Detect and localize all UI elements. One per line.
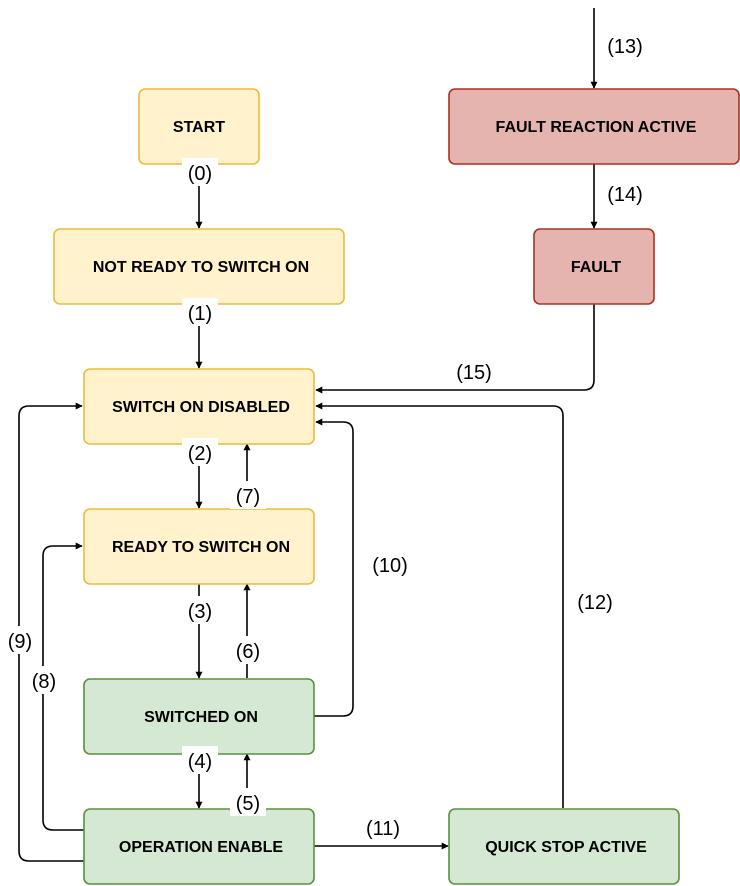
- state-label-quick-stop-active: QUICK STOP ACTIVE: [485, 839, 647, 856]
- state-operation-enable: OPERATION ENABLE: [83, 808, 315, 885]
- transition-label-15: (15): [456, 362, 492, 384]
- transition-label-7: (7): [236, 486, 260, 508]
- transition-label-2: (2): [188, 443, 212, 465]
- state-label-fault-reaction-active: FAULT REACTION ACTIVE: [496, 119, 697, 136]
- transition-label-1: (1): [188, 303, 212, 325]
- transition-label-5: (5): [236, 793, 260, 815]
- transition-label-10: (10): [372, 555, 408, 577]
- transition-label-11: (11): [366, 818, 400, 840]
- state-label-ready-to-switch-on: READY TO SWITCH ON: [112, 539, 290, 556]
- edge-12: [315, 402, 564, 808]
- transition-label-4: (4): [188, 751, 212, 773]
- transition-label-12: (12): [577, 592, 613, 614]
- transition-label-6: (6): [236, 641, 260, 663]
- edge-15: [315, 304, 595, 394]
- edge-10: [314, 418, 354, 717]
- state-switched-on: SWITCHED ON: [83, 678, 315, 755]
- transition-label-0: (0): [188, 163, 212, 185]
- transition-label-14: (14): [607, 184, 643, 206]
- state-fault-reaction-active: FAULT REACTION ACTIVE: [448, 88, 740, 165]
- state-not-ready-to-switch-on: NOT READY TO SWITCH ON: [53, 228, 345, 305]
- transition-labels: (0) (1) (2) (7) (3) (6) (4) (5) (8) (9) …: [2, 36, 643, 840]
- state-ready-to-switch-on: READY TO SWITCH ON: [83, 508, 315, 585]
- state-switch-on-disabled: SWITCH ON DISABLED: [83, 368, 315, 445]
- state-start: START: [138, 88, 260, 165]
- state-quick-stop-active: QUICK STOP ACTIVE: [448, 808, 680, 885]
- state-label-operation-enable: OPERATION ENABLE: [119, 839, 283, 856]
- state-label-not-ready: NOT READY TO SWITCH ON: [93, 259, 309, 276]
- state-label-fault: FAULT: [571, 259, 622, 276]
- transition-label-3: (3): [188, 601, 212, 623]
- state-label-start: START: [173, 119, 225, 136]
- transition-label-13: (13): [607, 36, 643, 58]
- state-label-switch-on-disabled: SWITCH ON DISABLED: [112, 399, 290, 416]
- state-label-switched-on: SWITCHED ON: [144, 709, 258, 726]
- transition-label-8: (8): [32, 671, 56, 693]
- state-fault: FAULT: [533, 228, 655, 305]
- transition-label-9: (9): [8, 631, 32, 653]
